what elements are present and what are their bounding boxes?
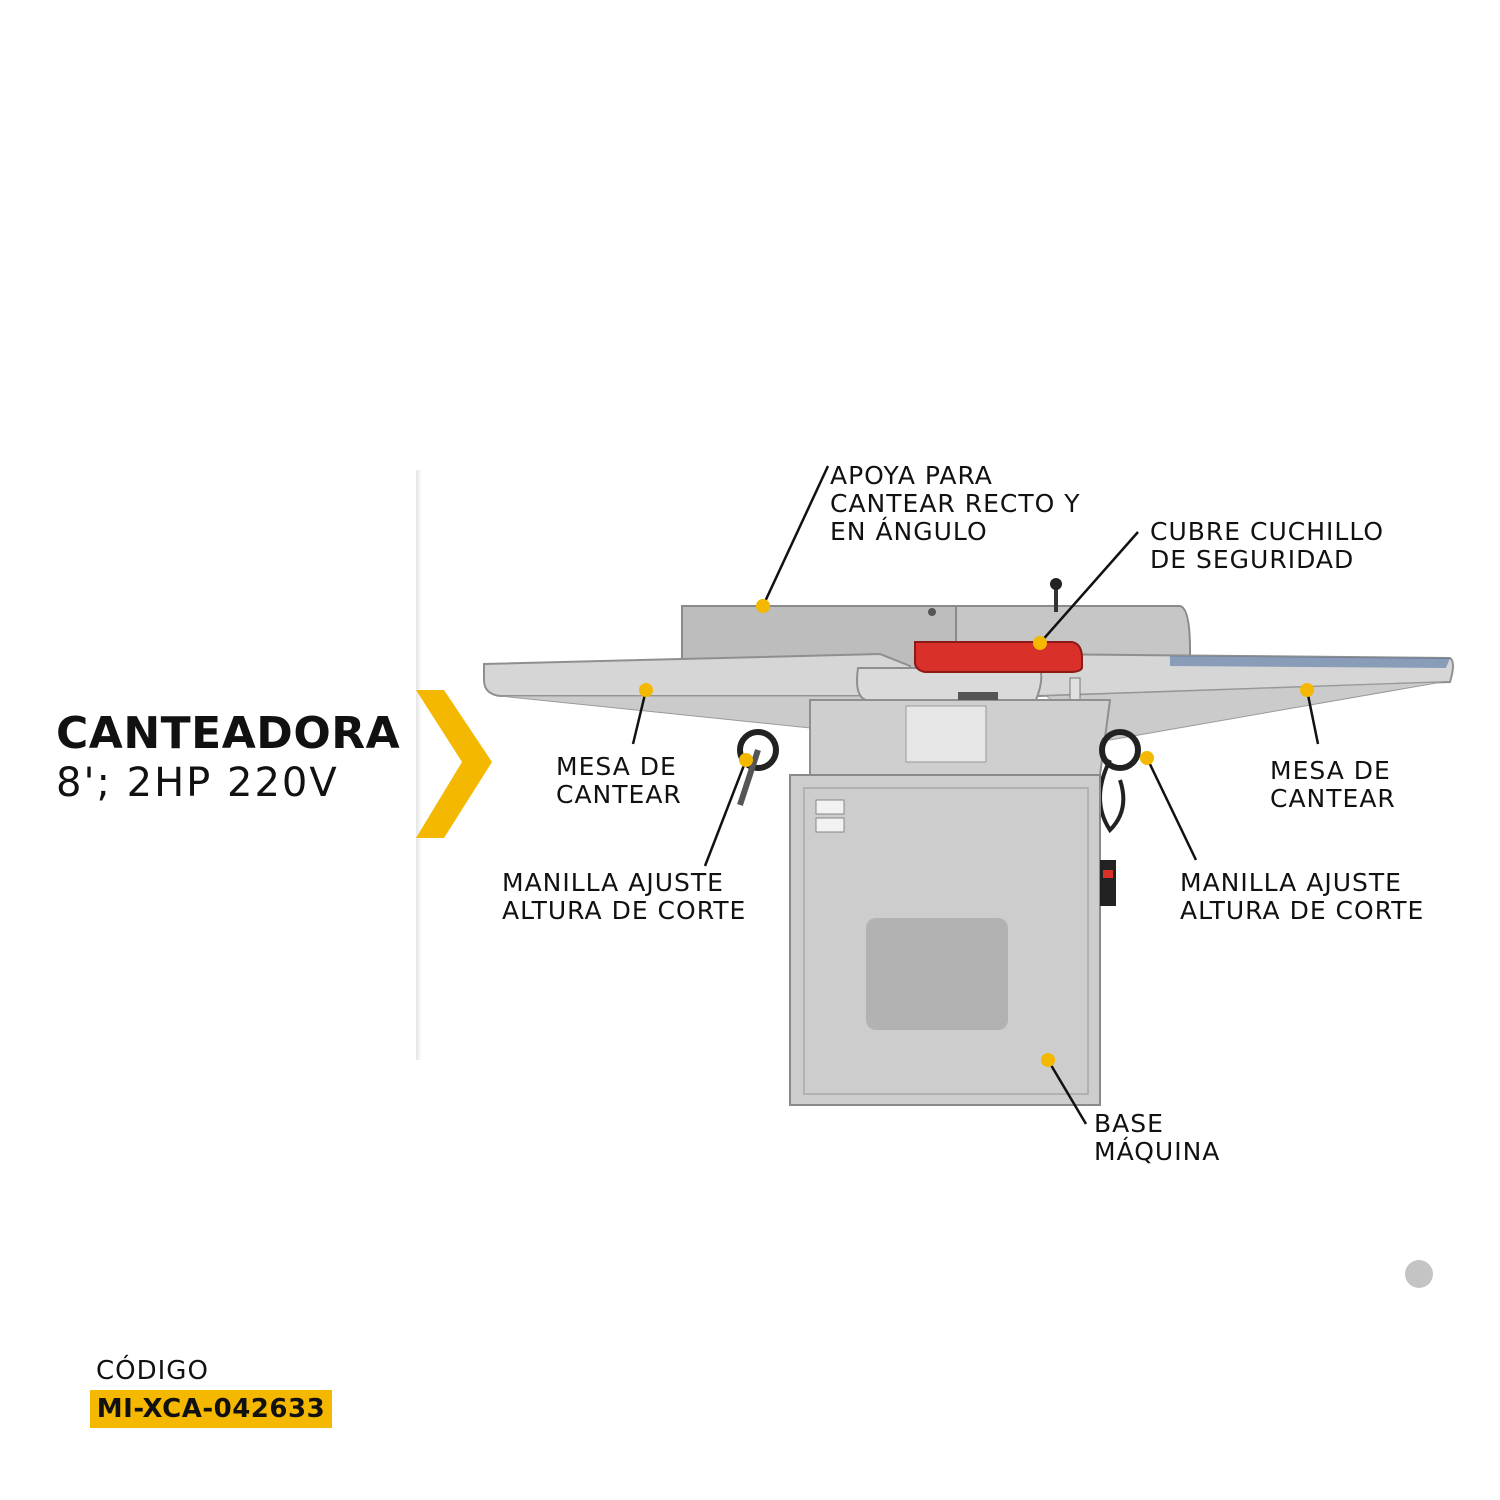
callout-dot-base [1041,1053,1055,1067]
callout-table-left: MESA DE CANTEAR [556,753,682,809]
callout-base: BASE MÁQUINA [1094,1110,1220,1166]
callout-table-left-line1: MESA DE [556,752,677,781]
pager-dot[interactable] [1405,1260,1433,1288]
vertical-divider [416,470,422,1060]
callout-table-right: MESA DE CANTEAR [1270,757,1396,813]
callout-handle-right: MANILLA AJUSTE ALTURA DE CORTE [1180,869,1424,925]
callout-base-line2: MÁQUINA [1094,1137,1221,1166]
callout-guard-line1: CUBRE CUCHILLO [1150,517,1385,546]
code-label: CÓDIGO [96,1356,209,1386]
callout-dot-fence [756,599,770,613]
callout-table-right-line2: CANTEAR [1270,784,1396,813]
callout-dot-table-right [1300,683,1314,697]
callout-fence-line2: CANTEAR RECTO Y [830,489,1081,518]
callout-base-line1: BASE [1094,1109,1164,1138]
callout-handle-left-line1: MANILLA AJUSTE [502,868,724,897]
callout-fence: APOYA PARA CANTEAR RECTO Y EN ÁNGULO [830,462,1081,546]
code-value: MI-XCA-042633 [90,1390,332,1428]
chevron-right-icon [416,690,492,838]
callout-handle-left: MANILLA AJUSTE ALTURA DE CORTE [502,869,746,925]
callout-handle-left-line2: ALTURA DE CORTE [502,896,747,925]
jointer-machine-image [483,578,1454,1106]
callout-dot-guard [1033,636,1047,650]
callout-guard: CUBRE CUCHILLO DE SEGURIDAD [1150,518,1384,574]
callout-guard-line2: DE SEGURIDAD [1150,545,1355,574]
callout-handle-right-line2: ALTURA DE CORTE [1180,896,1425,925]
callout-dot-handle-left [739,753,753,767]
callout-fence-line1: APOYA PARA [830,461,993,490]
callout-table-left-line2: CANTEAR [556,780,682,809]
callout-fence-line3: EN ÁNGULO [830,517,988,546]
callout-table-right-line1: MESA DE [1270,756,1391,785]
callout-handle-right-line1: MANILLA AJUSTE [1180,868,1402,897]
product-title: CANTEADORA [56,708,401,759]
product-spec: 8'; 2HP 220V [56,760,339,806]
callout-dot-table-left [639,683,653,697]
callout-dot-handle-right [1140,751,1154,765]
